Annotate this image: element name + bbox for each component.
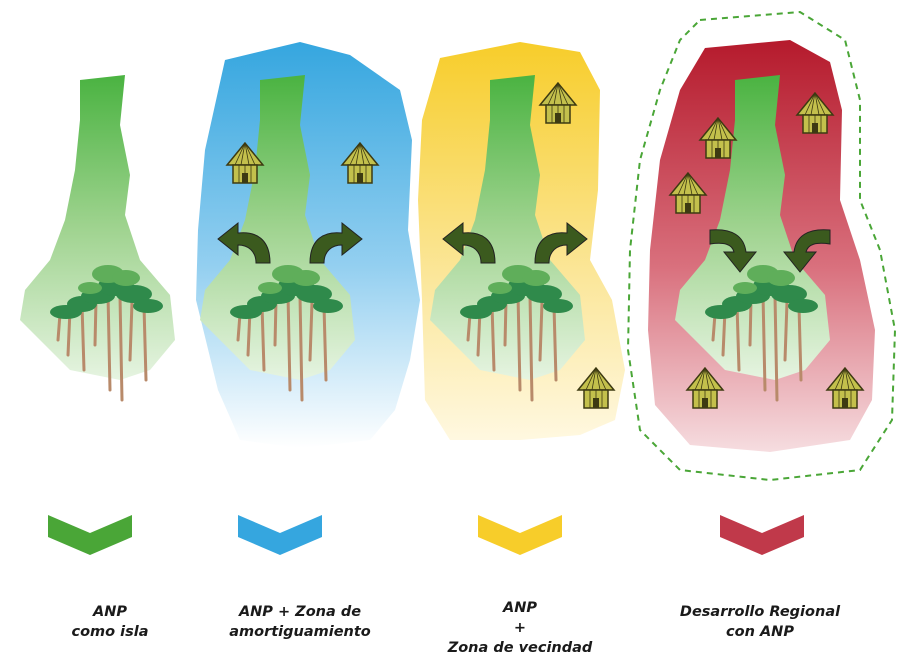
chevron-vecindad <box>478 515 562 555</box>
chevron-amortiguamiento <box>238 515 322 555</box>
caption-line: + <box>513 620 527 636</box>
caption-line: Zona de vecindad <box>447 640 593 656</box>
caption-regional: Desarrollo Regional con ANP <box>660 602 860 642</box>
caption-vecindad: ANP + Zona de vecindad <box>420 598 620 658</box>
chevron-isla <box>48 515 132 555</box>
panel-amortiguamiento <box>196 42 420 448</box>
caption-line: Desarrollo Regional <box>679 604 841 620</box>
caption-line: ANP + Zona de <box>238 604 362 620</box>
caption-amortiguamiento: ANP + Zona de amortiguamiento <box>200 602 400 642</box>
panel-anp-isla <box>20 75 175 402</box>
anp-area <box>20 75 175 380</box>
panel-regional <box>626 10 897 482</box>
chevron-regional <box>720 515 804 555</box>
caption-line: ANP <box>93 604 127 620</box>
caption-line: como isla <box>71 624 149 640</box>
panel-vecindad <box>418 42 625 440</box>
caption-line: ANP <box>503 600 537 616</box>
caption-line: amortiguamiento <box>229 624 371 640</box>
caption-line: con ANP <box>726 624 794 640</box>
caption-isla: ANP como isla <box>10 602 210 642</box>
